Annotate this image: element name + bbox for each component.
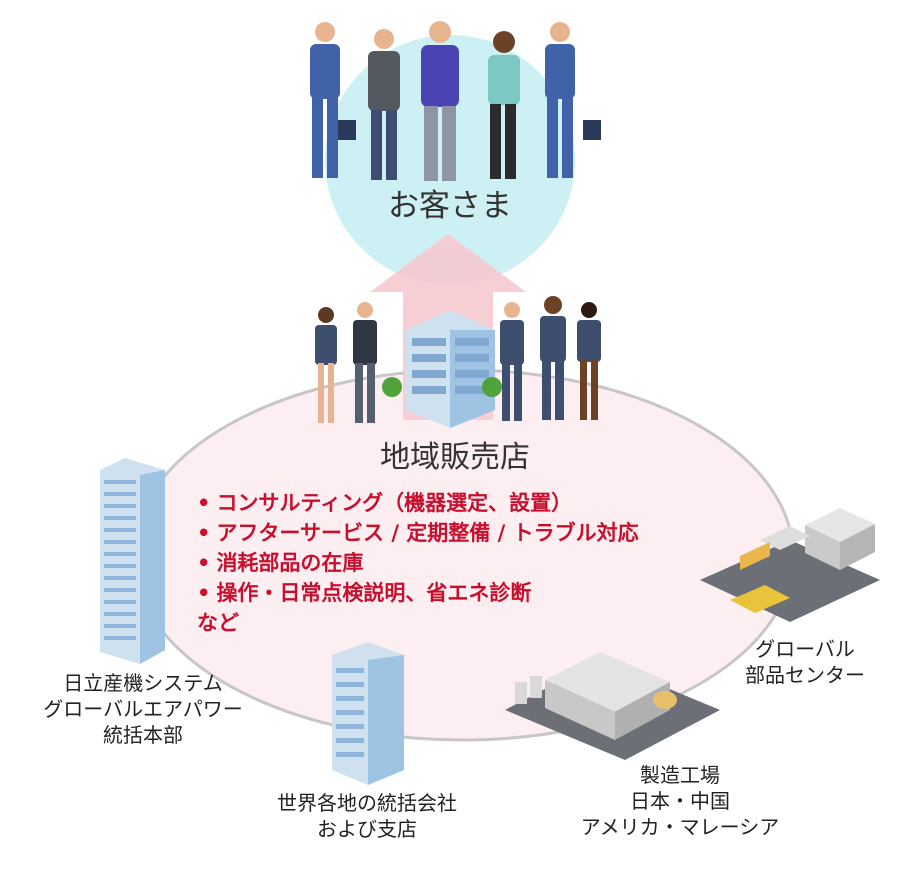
tree-icon — [382, 377, 502, 397]
services-suffix: など — [197, 611, 239, 635]
customers-group — [310, 21, 601, 181]
parts-center-label-line: 部品センター — [745, 663, 865, 687]
staff-person-icon — [500, 302, 524, 421]
factory-label: 製造工場 日本・中国 アメリカ・マレーシア — [560, 762, 800, 840]
hq-label: 日立産機システム グローバルエアパワー 統括本部 — [18, 670, 268, 748]
factory-label-line: 製造工場 — [640, 763, 720, 787]
service-text: アフターサービス / 定期整備 / トラブル対応 — [216, 521, 639, 545]
service-text: 消耗部品の在庫 — [216, 551, 364, 575]
service-item: •コンサルティング（機器選定、設置） — [197, 488, 639, 518]
hq-building-icon — [100, 458, 165, 664]
service-text: コンサルティング（機器選定、設置） — [216, 491, 573, 515]
bullet: • — [197, 521, 211, 545]
hq-label-line: 日立産機システム — [63, 671, 223, 695]
regional-label-line: および支店 — [317, 817, 417, 841]
service-item: •消耗部品の在庫 — [197, 548, 639, 578]
hq-label-line: グローバルエアパワー — [43, 697, 243, 721]
bullet: • — [197, 491, 211, 515]
service-text: 操作・日常点検説明、省エネ診断 — [216, 581, 532, 605]
customer-label: お客さま — [388, 188, 512, 224]
worker-person-icon — [545, 22, 601, 178]
regional-label: 世界各地の統括会社 および支店 — [242, 790, 492, 842]
staff-group — [315, 296, 601, 423]
worker-person-icon — [310, 22, 356, 178]
bullet: • — [197, 551, 211, 575]
hq-label-line: 統括本部 — [103, 723, 183, 747]
regional-label-line: 世界各地の統括会社 — [277, 791, 457, 815]
staff-person-icon — [353, 302, 377, 423]
factory-label-line: アメリカ・マレーシア — [580, 815, 780, 839]
services-list: •コンサルティング（機器選定、設置） •アフターサービス / 定期整備 / トラ… — [197, 488, 639, 638]
woman-person-icon — [488, 31, 520, 179]
factory-label-line: 日本・中国 — [630, 789, 730, 813]
factory-icon — [505, 652, 720, 760]
man-purple-shirt-person-icon — [421, 21, 459, 181]
parts-center-label-line: グローバル — [755, 637, 855, 661]
service-item: •操作・日常点検説明、省エネ診断 — [197, 578, 639, 608]
regional-building-icon — [332, 642, 404, 785]
staff-person-icon — [540, 296, 566, 420]
businessman-person-icon — [368, 29, 400, 180]
bullet: • — [197, 581, 211, 605]
dealer-building-icon — [405, 310, 495, 428]
dealer-title: 地域販売店 — [380, 440, 530, 475]
parts-center-icon — [700, 508, 880, 622]
parts-center-label: グローバル 部品センター — [725, 636, 885, 688]
staff-person-icon — [577, 302, 601, 420]
service-item: •アフターサービス / 定期整備 / トラブル対応 — [197, 518, 639, 548]
staff-person-icon — [315, 307, 337, 423]
